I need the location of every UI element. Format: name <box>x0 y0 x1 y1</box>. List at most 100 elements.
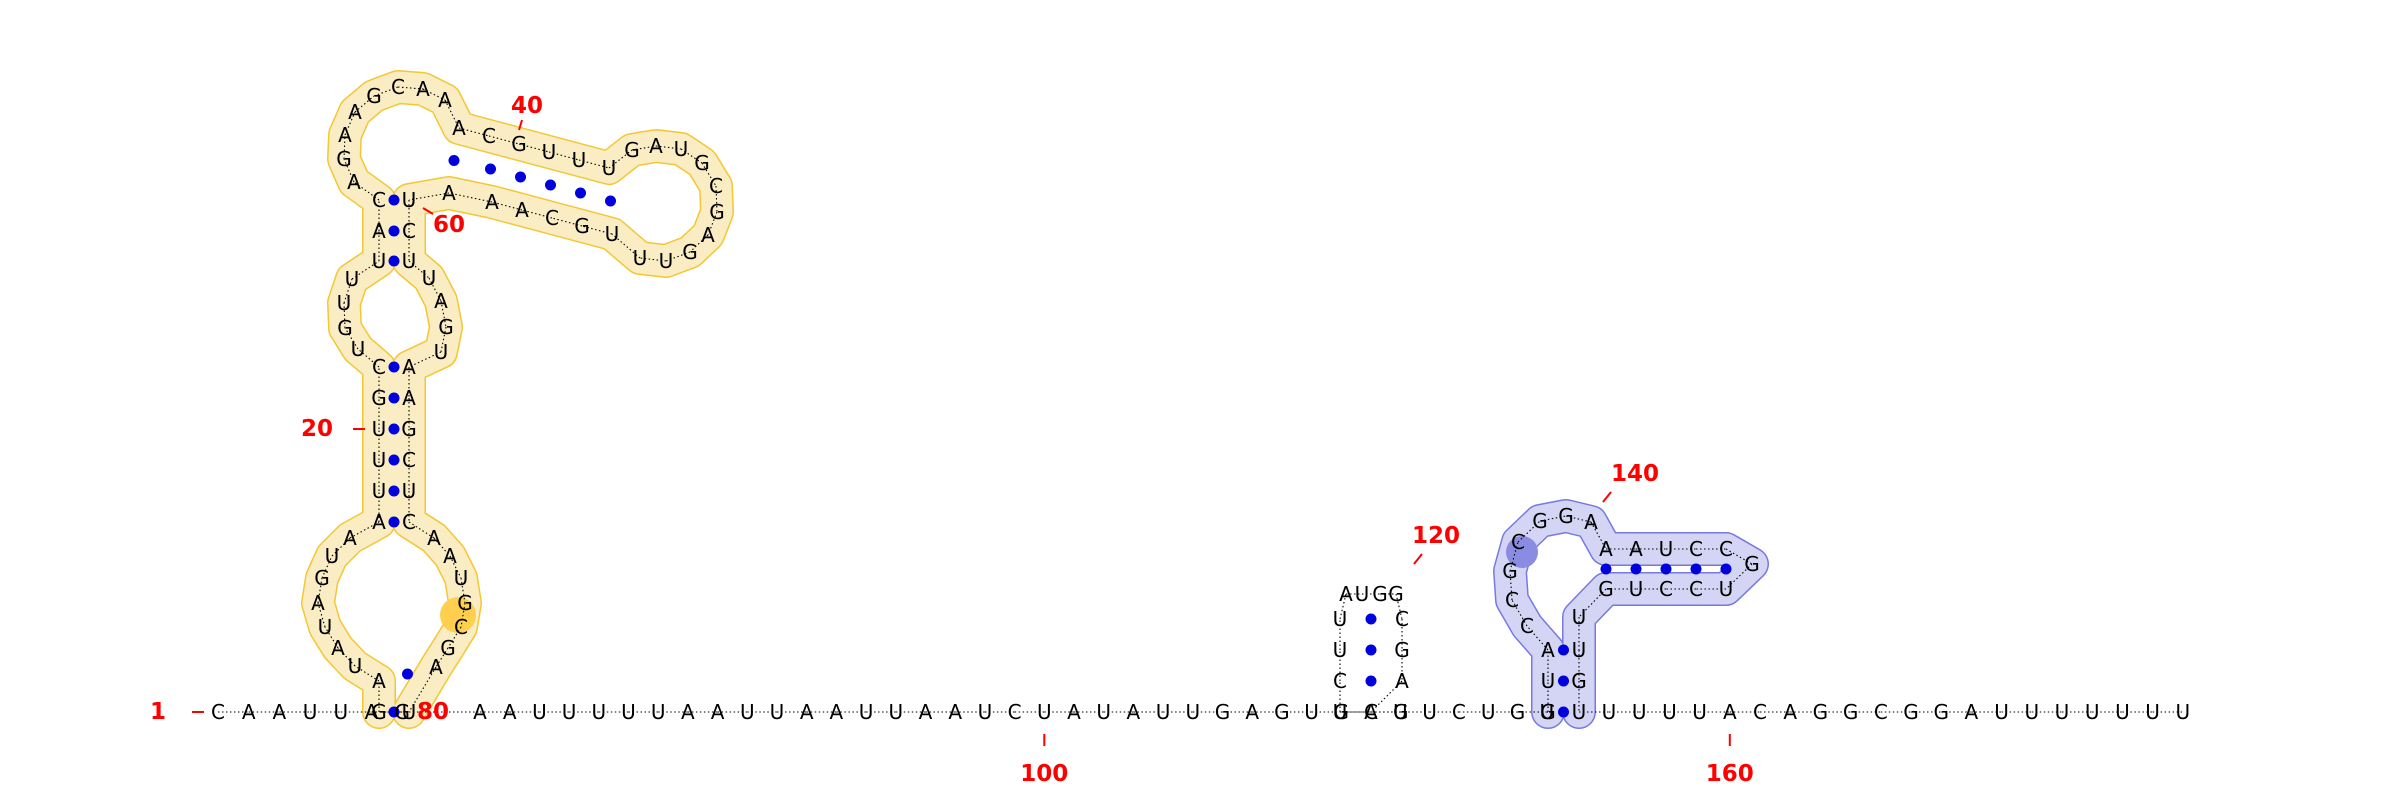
nucleotide: G <box>1274 700 1290 724</box>
nucleotide: U <box>372 417 387 441</box>
nucleotide: A <box>649 134 663 158</box>
backbone-link <box>1725 548 1753 565</box>
nucleotide: A <box>365 700 379 724</box>
nucleotide: U <box>605 222 620 246</box>
nucleotide: U <box>345 267 360 291</box>
position-tick <box>1602 491 1612 503</box>
backbone-link <box>337 647 356 667</box>
nucleotide: C <box>402 219 416 243</box>
nucleotide: G <box>401 417 417 441</box>
nucleotide: A <box>1245 700 1259 724</box>
base-pair-dot <box>1365 675 1377 687</box>
nucleotide: U <box>1096 700 1111 724</box>
nucleotide: U <box>402 479 417 503</box>
nucleotide: C <box>1689 537 1703 561</box>
base-pair-dot <box>1690 563 1702 575</box>
nucleotide: U <box>402 188 417 212</box>
backbone-link <box>408 351 442 368</box>
nucleotide: U <box>1355 582 1370 606</box>
nucleotide: U <box>372 479 387 503</box>
nucleotide: G <box>682 240 698 264</box>
nucleotide: A <box>919 700 933 724</box>
nucleotide: U <box>348 654 363 678</box>
nucleotide: U <box>1541 669 1556 693</box>
nucleotide: U <box>651 700 666 724</box>
backbone-link <box>518 143 550 153</box>
backbone-link <box>354 665 380 682</box>
nucleotide: U <box>1393 700 1408 724</box>
nucleotide: U <box>770 700 785 724</box>
nucleotide: A <box>1783 700 1797 724</box>
nucleotide: U <box>1333 700 1348 724</box>
base-pair-dot <box>1558 644 1569 656</box>
nucleotide: U <box>1185 700 1200 724</box>
backbone-link <box>343 278 353 304</box>
nucleotide: A <box>416 77 430 101</box>
nucleotide: A <box>331 636 345 660</box>
backbone-link <box>1578 588 1607 618</box>
nucleotide: A <box>1364 700 1378 724</box>
nucleotide: C <box>709 174 723 198</box>
base-pair-dot <box>1600 563 1612 575</box>
nucleotide: U <box>542 140 557 164</box>
backbone-link <box>1565 515 1592 523</box>
backbone-link <box>449 555 462 579</box>
nucleotide: G <box>1813 700 1829 724</box>
nucleotide: U <box>1994 700 2009 724</box>
nucleotide: G <box>371 700 387 724</box>
base-pair-dot <box>1365 644 1377 656</box>
nucleotide: U <box>633 246 648 270</box>
nucleotide: G <box>1903 700 1919 724</box>
base-pair-dot <box>575 187 586 199</box>
nucleotide: G <box>1215 700 1231 724</box>
nucleotide: A <box>311 591 325 615</box>
nucleotide: A <box>1395 669 1409 693</box>
base-pair-dot <box>388 485 400 497</box>
backbone-link <box>440 326 447 353</box>
nucleotide: U <box>1629 577 1644 601</box>
nucleotide: A <box>242 700 256 724</box>
backbone-link <box>488 135 520 145</box>
nucleotide: A <box>503 700 517 724</box>
nucleotide: A <box>830 700 844 724</box>
nucleotide: U <box>1572 700 1587 724</box>
backbone-link <box>354 95 375 113</box>
nucleotide: A <box>1584 510 1598 534</box>
nucleotide: C <box>372 355 386 379</box>
nucleotide: U <box>422 266 437 290</box>
domain-1-accent <box>440 597 476 633</box>
base-pair-dot <box>545 179 556 191</box>
nucleotide: A <box>273 700 287 724</box>
nucleotide: U <box>2055 700 2070 724</box>
backbone-link <box>608 149 633 169</box>
base-pair-dot <box>388 225 400 237</box>
nucleotide: A <box>348 100 362 124</box>
backbone-link <box>397 86 424 90</box>
nucleotide: A <box>402 386 416 410</box>
base-pair-dot <box>388 194 400 206</box>
backbone-link <box>408 192 450 201</box>
backbone-link <box>1539 515 1567 522</box>
base-pair-dot <box>388 255 400 267</box>
nucleotide: U <box>674 137 689 161</box>
backbone-link <box>344 327 359 350</box>
backbone-link <box>373 86 399 97</box>
nucleotide: A <box>343 526 357 550</box>
base-pair-dot <box>388 706 400 718</box>
nucleotide: G <box>1744 552 1760 576</box>
nucleotide: U <box>402 249 417 273</box>
backbone-link <box>428 277 442 302</box>
nucleotide: A <box>438 88 452 112</box>
position-label-1: 1 <box>150 699 166 725</box>
nucleotide: C <box>1505 588 1519 612</box>
backbone-link <box>343 302 346 329</box>
nucleotide: U <box>372 448 387 472</box>
position-label-160: 160 <box>1706 761 1754 787</box>
nucleotide: U <box>2024 700 2039 724</box>
nucleotide: C <box>545 206 559 230</box>
nucleotide: U <box>602 156 617 180</box>
nucleotide: G <box>624 138 640 162</box>
base-pair-dot <box>515 171 526 183</box>
nucleotide: A <box>1127 700 1141 724</box>
